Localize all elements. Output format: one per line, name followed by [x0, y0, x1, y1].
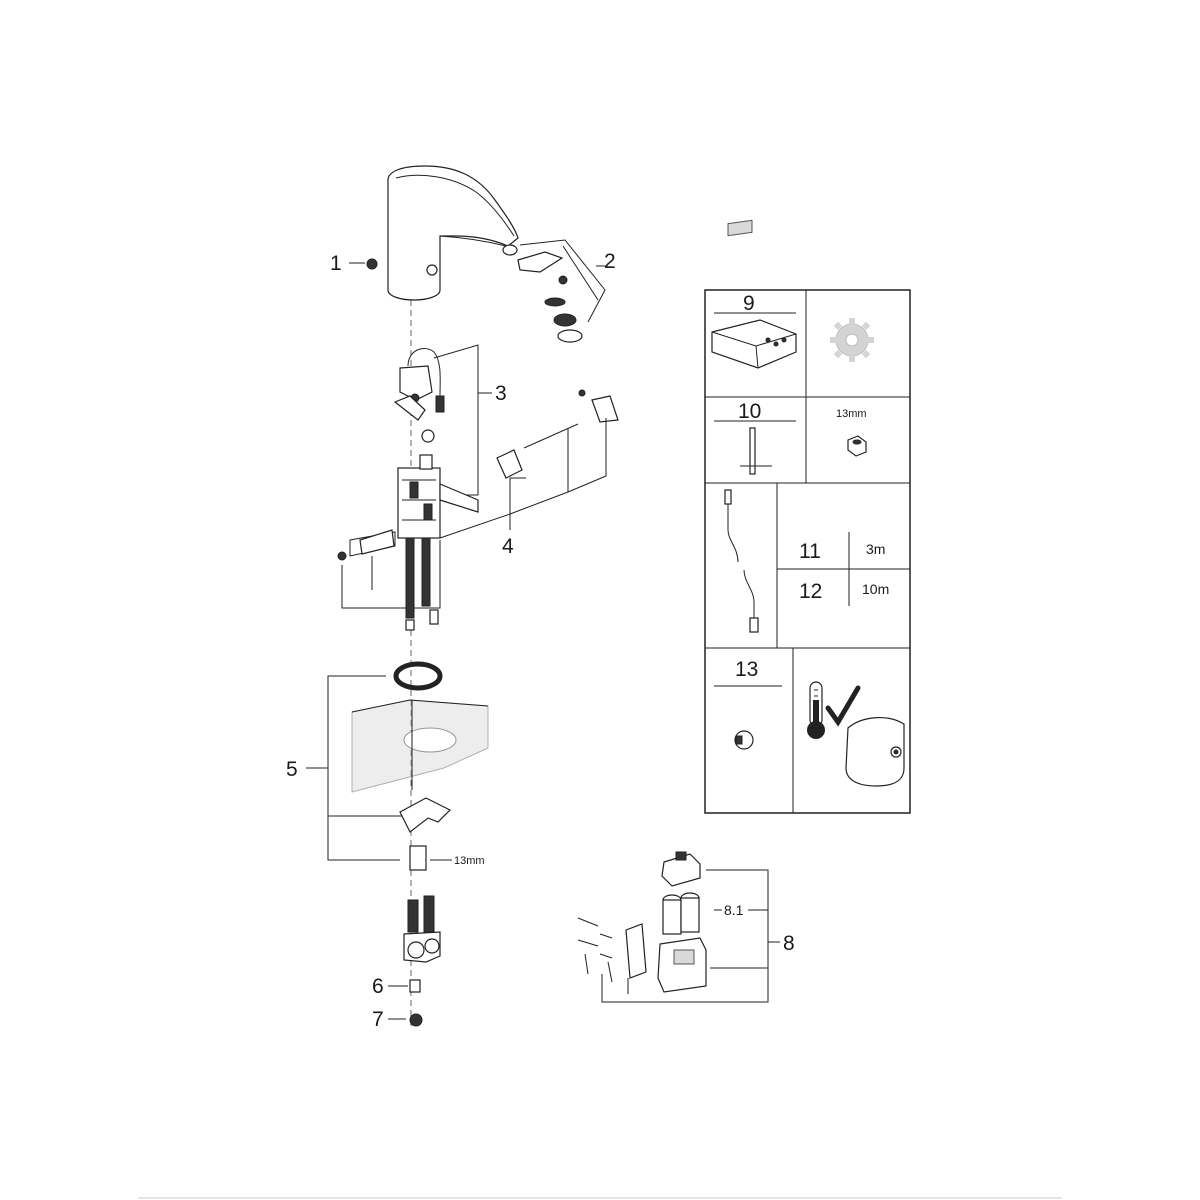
part-5-mounting-kit — [306, 661, 489, 871]
row-10-nut-size: 13mm — [836, 408, 867, 420]
part-6-filter — [388, 979, 421, 993]
callout-5: 5 — [286, 758, 298, 781]
part-7-check-valve — [388, 1013, 423, 1027]
part-4-valve-body — [337, 389, 619, 609]
callout-8: 8 — [783, 932, 795, 955]
table-row-9: 9 — [705, 219, 910, 398]
lower-hose-connectors — [403, 895, 441, 963]
row-10-number: 10 — [738, 400, 761, 423]
part-1-grub-screw — [349, 258, 378, 270]
callout-2: 2 — [604, 250, 616, 273]
spout-body — [387, 165, 519, 301]
table-row-13: 13 — [714, 648, 905, 813]
part-3-sensor-module — [399, 344, 492, 496]
row-11-number: 11 — [799, 540, 821, 563]
part-8-battery-box — [577, 851, 780, 1003]
spout-cover-icon — [845, 717, 905, 787]
braided-hoses — [405, 537, 439, 631]
thermometer-icon — [807, 681, 825, 739]
accessories-table: 9 — [704, 219, 911, 814]
row-9-number: 9 — [743, 292, 755, 315]
extension-cable-icon — [724, 489, 759, 633]
mounting-tool-icon — [740, 427, 772, 475]
callout-1: 1 — [330, 252, 342, 275]
screws — [577, 917, 613, 983]
part-2-aerator-set — [502, 239, 606, 343]
callout-7: 7 — [372, 1008, 384, 1031]
table-row-10: 10 13mm — [705, 397, 910, 484]
callout-6: 6 — [372, 975, 384, 998]
thermostatic-cartridge-icon — [734, 730, 754, 750]
checkmark-icon — [825, 685, 861, 727]
nut-size-label: 13mm — [454, 855, 485, 867]
row-11-length: 3m — [866, 541, 885, 557]
hex-nut-icon — [847, 435, 867, 457]
remote-control-icon — [711, 219, 797, 369]
row-12-number: 12 — [799, 580, 822, 603]
gear-icon — [830, 318, 874, 362]
callout-4: 4 — [502, 535, 514, 558]
table-row-11-12: 11 3m 12 10m — [705, 483, 910, 649]
callout-8-1: 8.1 — [724, 902, 744, 918]
row-12-length: 10m — [862, 581, 889, 597]
callout-3: 3 — [495, 382, 507, 405]
row-13-number: 13 — [735, 658, 758, 681]
